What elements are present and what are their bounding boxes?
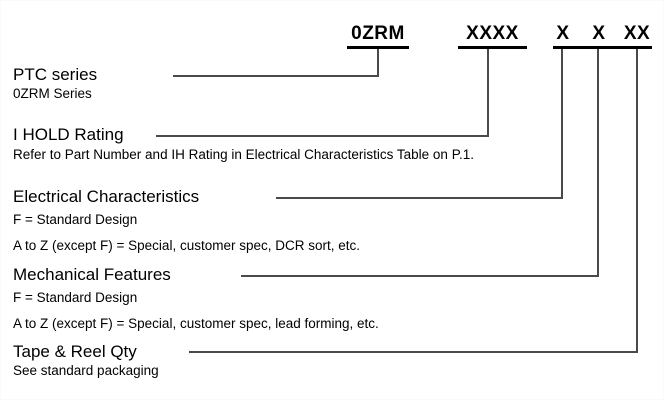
code-text-electrical: X: [556, 23, 570, 44]
callout-title-ihold-rating: I HOLD Rating: [13, 125, 124, 144]
code-group-tape-reel: XX: [621, 23, 653, 45]
callout-tape-reel-qty: Tape & Reel Qty See standard packaging: [13, 342, 159, 379]
callout-line-tape-reel-qty-0: See standard packaging: [13, 363, 159, 378]
callout-title-electrical-characteristics: Electrical Characteristics: [13, 187, 200, 206]
callout-electrical-characteristics: Electrical Characteristics F = Standard …: [13, 187, 360, 255]
code-group-mechanical: X: [589, 23, 609, 45]
callout-line-electrical-characteristics-1: A to Z (except F) = Special, customer sp…: [13, 238, 360, 253]
callout-title-mechanical-features: Mechanical Features: [13, 265, 171, 284]
callout-title-tape-reel-qty: Tape & Reel Qty: [13, 342, 137, 361]
leader-vertical-mechanical: [597, 49, 599, 276]
code-group-electrical: X: [553, 23, 573, 45]
callout-ptc-series: PTC series 0ZRM Series: [13, 65, 97, 102]
callout-mechanical-features: Mechanical Features F = Standard Design …: [13, 265, 379, 333]
code-underline-suffix-group: [553, 46, 652, 49]
code-underline-series: [347, 46, 409, 49]
callout-ihold-rating: I HOLD Rating Refer to Part Number and I…: [13, 125, 474, 164]
leader-horizontal-series: [173, 75, 379, 77]
code-text-ihold: XXXX: [466, 23, 519, 44]
leader-vertical-tape-reel: [636, 49, 638, 352]
leader-vertical-ihold: [487, 49, 489, 136]
code-group-series: 0ZRM: [347, 23, 409, 49]
code-text-series: 0ZRM: [351, 23, 405, 44]
leader-horizontal-ihold: [156, 135, 489, 137]
callout-line-electrical-characteristics-0: F = Standard Design: [13, 212, 138, 227]
code-text-tape-reel: XX: [623, 23, 651, 44]
code-text-mechanical: X: [592, 23, 606, 44]
leader-horizontal-mechanical: [241, 275, 599, 277]
callout-title-ptc-series: PTC series: [13, 65, 98, 84]
leader-horizontal-electrical: [276, 197, 563, 199]
code-group-ihold: XXXX: [458, 23, 527, 49]
callout-line-mechanical-features-1: A to Z (except F) = Special, customer sp…: [13, 316, 379, 331]
leader-vertical-electrical: [561, 49, 563, 198]
callout-line-ptc-series-0: 0ZRM Series: [13, 86, 92, 101]
leader-vertical-series: [377, 49, 379, 76]
callout-line-mechanical-features-0: F = Standard Design: [13, 290, 138, 305]
leader-horizontal-tape-reel: [189, 351, 638, 353]
code-underline-ihold: [458, 46, 527, 49]
callout-line-ihold-rating-0: Refer to Part Number and IH Rating in El…: [13, 147, 474, 162]
